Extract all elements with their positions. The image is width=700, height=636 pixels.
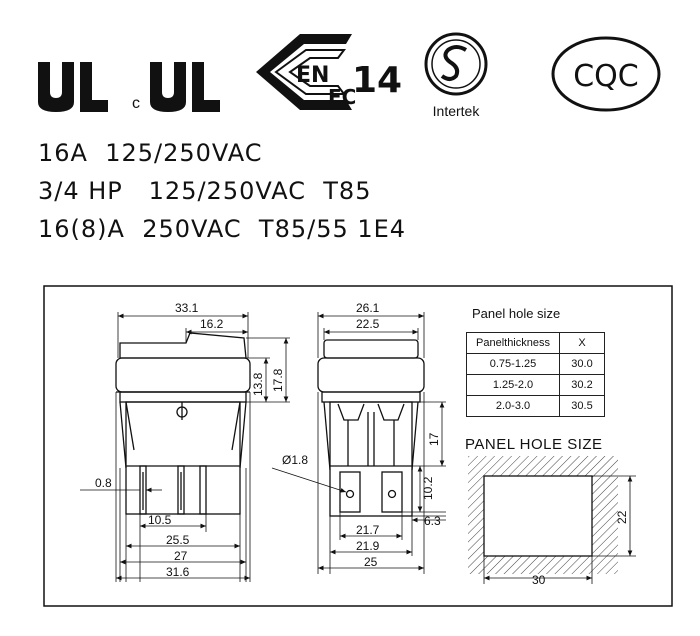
- dim-base-width-3: 25: [364, 555, 378, 569]
- cul-prefix: c: [132, 95, 140, 112]
- table-cell: 30.0: [559, 353, 605, 375]
- panel-hole-table: Panelthickness X 0.75-1.25 30.0 1.25-2.0…: [466, 332, 605, 417]
- enec-number: 14: [352, 60, 402, 101]
- cul-logo: [150, 62, 220, 112]
- dim-terminal-thickness: 0.8: [95, 476, 112, 490]
- rating-line-1: 16A 125/250VAC: [38, 139, 263, 167]
- rating-line-3: 16(8)A 250VAC T85/55 1E4: [38, 215, 407, 243]
- dim-body-depth: 17: [427, 432, 441, 446]
- certification-logos: c EN EC 14 Intertek CQC: [38, 32, 661, 119]
- table-row: 1.25-2.0 30.2: [466, 374, 605, 396]
- table-header: Panelthickness: [466, 332, 560, 354]
- enec-logo: EN EC 14: [256, 34, 402, 110]
- intertek-label: Intertek: [433, 103, 481, 119]
- dim-cap-height: 17.8: [271, 368, 285, 392]
- dim-body-width-3: 31.6: [166, 565, 190, 579]
- dim-base-width-2: 21.9: [356, 539, 380, 553]
- side-view: [317, 339, 425, 517]
- panel-hole-height: 22: [615, 510, 629, 524]
- table-header: X: [559, 332, 605, 354]
- table-header-row: Panelthickness X: [466, 332, 605, 354]
- dim-terminal-height: 10.2: [421, 476, 435, 500]
- dim-hole-diameter: Ø1.8: [282, 453, 308, 467]
- dim-terminal-spacing: 10.5: [148, 513, 172, 527]
- table-cell: 0.75-1.25: [466, 353, 560, 375]
- svg-text:EC: EC: [328, 85, 356, 109]
- dim-rocker-height: 13.8: [251, 372, 265, 396]
- intertek-logo: Intertek: [424, 32, 488, 119]
- dim-base-width-1: 21.7: [356, 523, 380, 537]
- dim-front-width: 33.1: [175, 301, 199, 315]
- panel-hole-drawing: 22 30: [468, 456, 636, 587]
- dim-terminal-length: 6.3: [424, 514, 441, 528]
- panel-table-title: Panel hole size: [472, 306, 561, 321]
- dim-side-width: 26.1: [356, 301, 380, 315]
- table-row: 0.75-1.25 30.0: [466, 353, 605, 375]
- svg-text:EN: EN: [296, 63, 329, 88]
- dim-front-half: 16.2: [200, 317, 224, 331]
- cqc-logo: CQC: [551, 36, 661, 112]
- table-cell: 30.2: [559, 374, 605, 396]
- ul-logo: [38, 62, 108, 112]
- panel-hole-title: PANEL HOLE SIZE: [465, 436, 603, 453]
- table-cell: 30.5: [559, 395, 605, 417]
- table-cell: 2.0-3.0: [466, 395, 560, 417]
- dim-body-width-1: 25.5: [166, 533, 190, 547]
- rating-line-2: 3/4 HP 125/250VAC T85: [38, 177, 372, 205]
- dim-body-width-2: 27: [174, 549, 188, 563]
- dim-side-inner: 22.5: [356, 317, 380, 331]
- cqc-label: CQC: [573, 59, 639, 94]
- table-cell: 1.25-2.0: [466, 374, 560, 396]
- front-view: [115, 332, 251, 515]
- drawing-frame: [43, 285, 673, 607]
- panel-hole-width: 30: [532, 573, 546, 587]
- table-row: 2.0-3.0 30.5: [466, 395, 605, 417]
